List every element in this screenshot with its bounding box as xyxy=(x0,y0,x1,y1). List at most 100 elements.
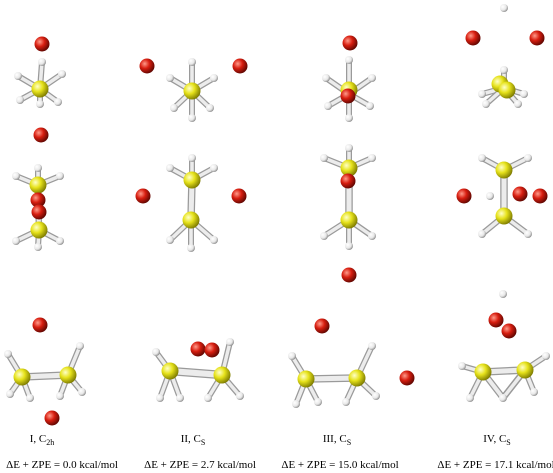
s2-side-oxygen-atom xyxy=(231,188,247,204)
s4-side-hydrogen-atom xyxy=(524,230,532,238)
s1-top-oxygen-atom xyxy=(34,36,50,52)
s4-side-oxygen-atom xyxy=(512,186,528,202)
structure-label-4: IV, CS xyxy=(483,433,510,447)
s4-bot-carbon-atom xyxy=(474,363,492,381)
s2-side-hydrogen-atom xyxy=(187,244,195,252)
molecule-layer xyxy=(4,4,550,426)
s1-top-hydrogen-atom xyxy=(36,100,44,108)
s2-side-hydrogen-atom xyxy=(188,154,196,162)
s2-side-carbon-atom xyxy=(182,211,200,229)
s2-top-hydrogen-atom xyxy=(210,74,218,82)
structure-label-2-sub: S xyxy=(200,438,206,447)
s2-bot-hydrogen-atom xyxy=(152,348,160,356)
structure-label-1: I, C2h xyxy=(30,433,55,447)
structure-label-2: II, CS xyxy=(181,433,206,447)
s3-top-oxygen-atom xyxy=(342,35,358,51)
s4-side-hydrogen-atom xyxy=(478,154,486,162)
s3-bot-carbon-atom xyxy=(348,369,366,387)
structure-energy-2: ΔE + ZPE = 2.7 kcal/mol xyxy=(144,459,256,471)
s4-bot-oxygen-atom xyxy=(488,312,504,328)
s1-bot-oxygen-atom xyxy=(44,410,60,426)
s4-bot-hydrogen-atom xyxy=(499,394,507,402)
structure-label-1-sub: 2h xyxy=(46,438,55,447)
s1-bot-hydrogen-atom xyxy=(4,350,12,358)
s4-top-hydrogen-atom xyxy=(514,100,522,108)
s1-top-carbon-atom xyxy=(31,80,49,98)
s4-side-hydrogen-atom xyxy=(524,154,532,162)
s1-top-hydrogen-atom xyxy=(14,72,22,80)
s3-side-hydrogen-atom xyxy=(320,154,328,162)
s1-side-oxygen-atom xyxy=(31,204,47,220)
structure-label-3: III, CS xyxy=(323,433,351,447)
s2-side-hydrogen-atom xyxy=(210,164,218,172)
s4-side-hydrogen-atom xyxy=(486,192,494,200)
s3-bot-hydrogen-atom xyxy=(292,400,300,408)
s2-bot-carbon-atom xyxy=(213,366,231,384)
s1-side-hydrogen-atom xyxy=(56,237,64,245)
s4-top-hydrogen-atom xyxy=(482,100,490,108)
s2-top-oxygen-atom xyxy=(232,58,248,74)
s1-bot-carbon-atom xyxy=(13,368,31,386)
structure-label-1-text: I, C xyxy=(29,433,47,445)
s1-top-hydrogen-atom xyxy=(54,98,62,106)
s1-bot-carbon-atom xyxy=(59,366,77,384)
s1-top-hydrogen-atom xyxy=(16,96,24,104)
s3-bot-oxygen-atom xyxy=(314,318,330,334)
s4-top-carbon-atom xyxy=(498,81,516,99)
s3-side-oxygen-atom xyxy=(340,173,356,189)
s4-top-hydrogen-atom xyxy=(500,66,508,74)
s2-top-hydrogen-atom xyxy=(166,74,174,82)
s3-bot-hydrogen-atom xyxy=(288,352,296,360)
s1-side-carbon-atom xyxy=(29,176,47,194)
s2-bot-oxygen-atom xyxy=(190,341,206,357)
s4-bot-hydrogen-atom xyxy=(499,290,507,298)
s4-top-hydrogen-atom xyxy=(478,90,486,98)
s3-side-hydrogen-atom xyxy=(368,154,376,162)
structure-label-4-text: IV, C xyxy=(483,433,507,445)
s4-bot-hydrogen-atom xyxy=(458,362,466,370)
s3-top-hydrogen-atom xyxy=(324,102,332,110)
s3-bot-carbon-atom xyxy=(297,370,315,388)
s4-top-hydrogen-atom xyxy=(520,90,528,98)
s3-side-hydrogen-atom xyxy=(368,232,376,240)
structure-label-2-text: II, C xyxy=(180,433,201,445)
structure-energy-3: ΔE + ZPE = 15.0 kcal/mol xyxy=(281,459,399,471)
structure-label-3-text: III, C xyxy=(322,433,347,445)
s2-top-hydrogen-atom xyxy=(188,114,196,122)
s4-top-oxygen-atom xyxy=(529,30,545,46)
s4-top-oxygen-atom xyxy=(465,30,481,46)
s3-side-carbon-atom xyxy=(340,159,358,177)
s3-top-oxygen-atom xyxy=(340,88,356,104)
s4-side-hydrogen-atom xyxy=(478,230,486,238)
s2-bot-hydrogen-atom xyxy=(226,338,234,346)
s3-side-hydrogen-atom xyxy=(345,242,353,250)
s2-top-carbon-atom xyxy=(183,82,201,100)
s3-bot-hydrogen-atom xyxy=(314,398,322,406)
s3-side-carbon-atom xyxy=(340,211,358,229)
s2-top-hydrogen-atom xyxy=(188,58,196,66)
s1-top-oxygen-atom xyxy=(33,127,49,143)
s3-side-hydrogen-atom xyxy=(345,144,353,152)
s1-bot-hydrogen-atom xyxy=(26,394,34,402)
s2-bot-hydrogen-atom xyxy=(236,392,244,400)
s2-side-hydrogen-atom xyxy=(166,164,174,172)
s1-top-hydrogen-atom xyxy=(38,58,46,66)
s3-side-oxygen-atom xyxy=(341,267,357,283)
structure-energy-1: ΔE + ZPE = 0.0 kcal/mol xyxy=(6,459,118,471)
s1-bot-hydrogen-atom xyxy=(6,390,14,398)
s1-side-hydrogen-atom xyxy=(34,164,42,172)
structure-label-3-sub: S xyxy=(346,438,352,447)
s3-top-hydrogen-atom xyxy=(366,102,374,110)
s1-side-hydrogen-atom xyxy=(12,172,20,180)
s3-bot-bond xyxy=(303,375,360,382)
s1-side-hydrogen-atom xyxy=(12,237,20,245)
s1-bot-oxygen-atom xyxy=(32,317,48,333)
s4-bot-oxygen-atom xyxy=(501,323,517,339)
s3-top-hydrogen-atom xyxy=(345,56,353,64)
s4-side-oxygen-atom xyxy=(456,188,472,204)
s2-bot-carbon-atom xyxy=(161,362,179,380)
s3-top-hydrogen-atom xyxy=(345,114,353,122)
s2-bot-hydrogen-atom xyxy=(176,394,184,402)
s4-side-carbon-atom xyxy=(495,207,513,225)
